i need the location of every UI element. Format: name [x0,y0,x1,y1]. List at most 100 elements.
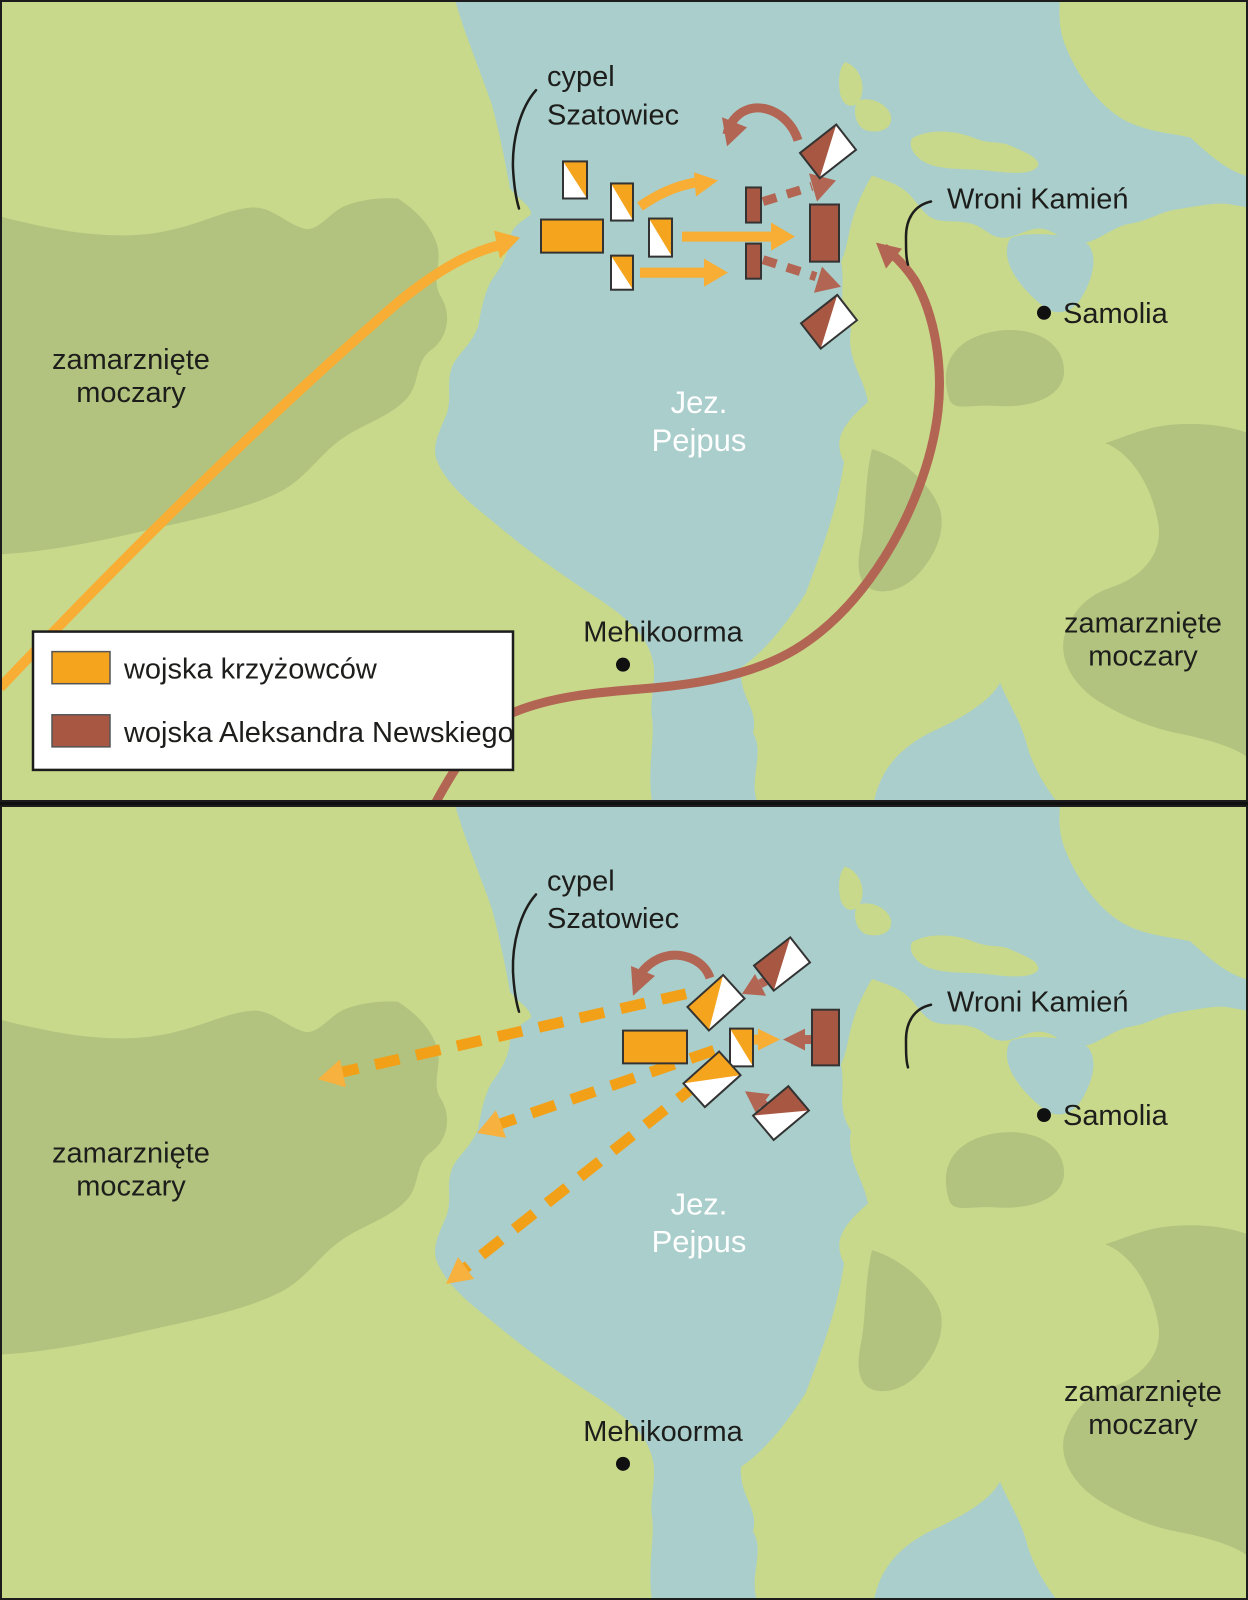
crusader-unit-flag-4 [610,254,634,291]
wroni-kamien-leader-line [904,200,933,266]
island-long [910,131,1039,173]
crusader-retreat-arrow-center [498,1045,716,1130]
newski-withdraw-arrowhead-south [814,266,841,293]
newski-vanguard-unit-north [745,186,762,224]
phase2-units [622,936,840,1142]
panel1-border [0,0,1248,802]
panel2-labels: cypel Szatowiec Wroni Kamień Samolia Jez… [52,866,1222,1471]
crusader-unit-flag-1 [562,160,588,200]
newski-flanking-route-arrow [432,243,944,802]
crusader-main-unit [540,218,604,254]
newski-withdraw-arrow-north [761,182,814,206]
west-swamp-label-line1: zamarznięte [52,1138,210,1170]
crusader-attack-arrowhead-center [771,222,795,251]
crusader-approach-arrowhead [494,230,520,259]
crusader-retreat-arrow-south [460,1078,702,1274]
map-panel-phase-1: cypel Szatowiec Wroni Kamień Samolia Jez… [0,0,1248,802]
phase1-arrows [0,103,944,802]
legend-swatch-newski [51,714,111,748]
cape-leader-line [511,88,538,210]
legend-label-newski: wojska Aleksandra Newskiego [123,717,514,749]
east-swamp-label-line2: moczary [1088,1409,1198,1441]
newski-flank-unit-south [799,293,859,351]
lake-label-line1: Jez. [671,1187,728,1222]
legend-swatch-crusaders [51,650,111,685]
island-long [910,935,1039,977]
panel2-border [0,805,1248,1600]
west-swamp-label-line1: zamarznięte [52,344,210,376]
lake-label-line1: Jez. [671,385,728,420]
mehikoorma-dot [616,657,630,672]
newski-counter-arc-arrowhead [722,117,747,147]
cape-label-line2: Szatowiec [547,903,679,935]
newski-pursuit-arc-arrowhead [631,965,655,996]
newski-withdraw-arrow-south [761,255,818,281]
samolia-label: Samolia [1063,298,1169,330]
newski-main-unit [809,203,840,263]
northeast-corner-land [1059,805,1248,980]
mehikoorma-label: Mehikoorma [583,617,743,649]
crusader-retreat-arrowhead-center [477,1110,506,1138]
crusader-retreat-arrow-north [339,988,688,1078]
crusader-unit-flag-2 [610,182,634,222]
island-small-2 [854,903,892,936]
crusader-unit-flag-3 [648,217,673,258]
southeast-bay [874,1481,1057,1600]
crusader-attack-arrow-north [637,177,697,211]
map-panel-phase-2: cypel Szatowiec Wroni Kamień Samolia Jez… [0,805,1248,1600]
wroni-kamien-bay [1006,1037,1094,1115]
lake-label-line2: Pejpus [652,1224,747,1259]
newski-strike-arrowhead-center [783,1028,805,1051]
lake-label-line2: Pejpus [652,423,747,458]
map-legend: wojska krzyżowców wojska Aleksandra News… [31,630,515,772]
crusader-unit-flag-center [729,1027,754,1068]
crusader-counter-arrowhead [758,1028,780,1051]
island-small-1 [839,866,863,910]
newski-flank-unit-north [798,123,858,180]
newski-flanking-route-arrowhead [876,242,902,269]
samolia-dot [1037,305,1051,320]
wroni-kamien-label: Wroni Kamień [947,183,1128,215]
crusader-routed-unit-north [686,973,746,1032]
cape-label-line1: cypel [547,866,615,898]
east-swamp-label-line2: moczary [1088,641,1198,673]
west-frozen-swamp [0,198,448,555]
cape-leader-line [511,893,538,1013]
northeast-corner-land [1059,0,1248,177]
mehikoorma-label: Mehikoorma [583,1416,743,1448]
phase1-units [540,123,859,351]
channel-side-swamp [858,1250,942,1392]
east-swamp-label-line1: zamarznięte [1064,608,1222,640]
newski-main-unit [811,1008,840,1067]
crusader-routed-unit-south [682,1050,742,1109]
wroni-kamien-leader-line [904,1003,933,1069]
samolia-dot [1037,1108,1051,1123]
east-swamp-label-line1: zamarznięte [1064,1376,1222,1408]
samolia-swamp [945,330,1065,407]
island-small-1 [839,62,863,106]
legend-box [31,630,515,772]
wroni-kamien-label: Wroni Kamień [947,987,1128,1019]
phase2-arrows [318,950,811,1284]
southeast-bay [874,682,1057,802]
newski-strike-arrowhead-north [742,973,766,996]
crusader-main-unit [622,1029,688,1065]
samolia-label: Samolia [1063,1100,1169,1132]
panel-divider [0,802,1248,805]
newski-flank-unit-south [751,1084,811,1142]
newski-strike-arrowhead-south [745,1091,770,1114]
legend-label-crusaders: wojska krzyżowców [123,654,378,686]
newski-flank-unit-north [752,936,812,992]
cape-label-line2: Szatowiec [547,99,679,131]
west-swamp-label-line2: moczary [76,1171,186,1203]
samolia-swamp [945,1132,1065,1209]
west-frozen-swamp [0,1001,448,1355]
crusader-retreat-arrowhead-south [446,1257,474,1284]
newski-vanguard-unit-south [745,242,762,280]
base-map [0,0,1248,802]
southeast-frozen-swamp [1063,423,1248,758]
crusader-approach-arrow [0,240,500,692]
southeast-frozen-swamp [1063,1225,1248,1557]
crusader-retreat-arrowhead-north [318,1059,346,1088]
cape-label-line1: cypel [547,61,615,93]
